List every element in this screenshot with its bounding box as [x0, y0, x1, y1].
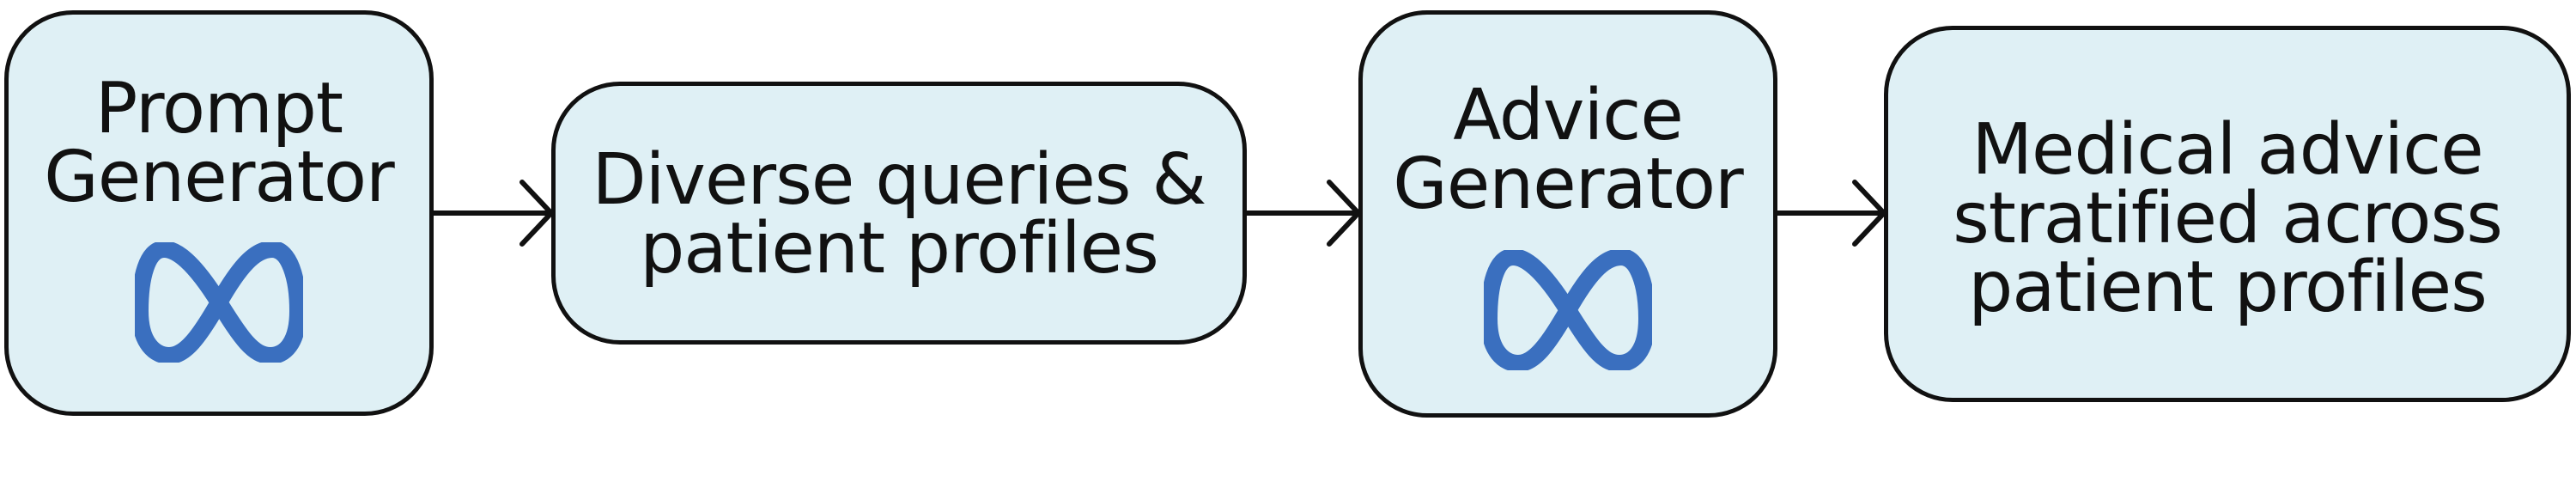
meta-infinity-icon — [135, 242, 303, 363]
arrow-queries-to-advice — [1244, 180, 1361, 247]
stratified-advice-node: Medical advice stratified across patient… — [1884, 26, 2571, 402]
arrow-advice-to-stratified — [1775, 180, 1886, 247]
node-label-line: Advice — [1453, 75, 1684, 156]
node-label-line: Prompt — [94, 68, 343, 149]
advice-generator-label: Advice Generator — [1363, 75, 1773, 225]
node-label-line: Diverse queries & — [592, 139, 1207, 221]
stratified-advice-label: Medical advice stratified across patient… — [1888, 109, 2567, 328]
advice-generator-node: Advice Generator — [1358, 10, 1777, 418]
node-label-line: Medical advice — [1971, 109, 2483, 191]
node-label-line: patient profiles — [1968, 247, 2488, 328]
node-label-line: Generator — [1393, 143, 1743, 225]
prompt-generator-label: Prompt Generator — [9, 68, 429, 218]
queries-profiles-node: Diverse queries & patient profiles — [551, 82, 1247, 345]
node-label-line: stratified across — [1953, 178, 2503, 259]
meta-infinity-icon — [1484, 250, 1652, 370]
prompt-generator-node: Prompt Generator — [4, 10, 434, 416]
node-label-line: patient profiles — [640, 208, 1159, 290]
node-label-line: Generator — [44, 137, 394, 218]
queries-profiles-label: Diverse queries & patient profiles — [556, 139, 1242, 290]
arrow-prompt-to-queries — [431, 180, 554, 247]
